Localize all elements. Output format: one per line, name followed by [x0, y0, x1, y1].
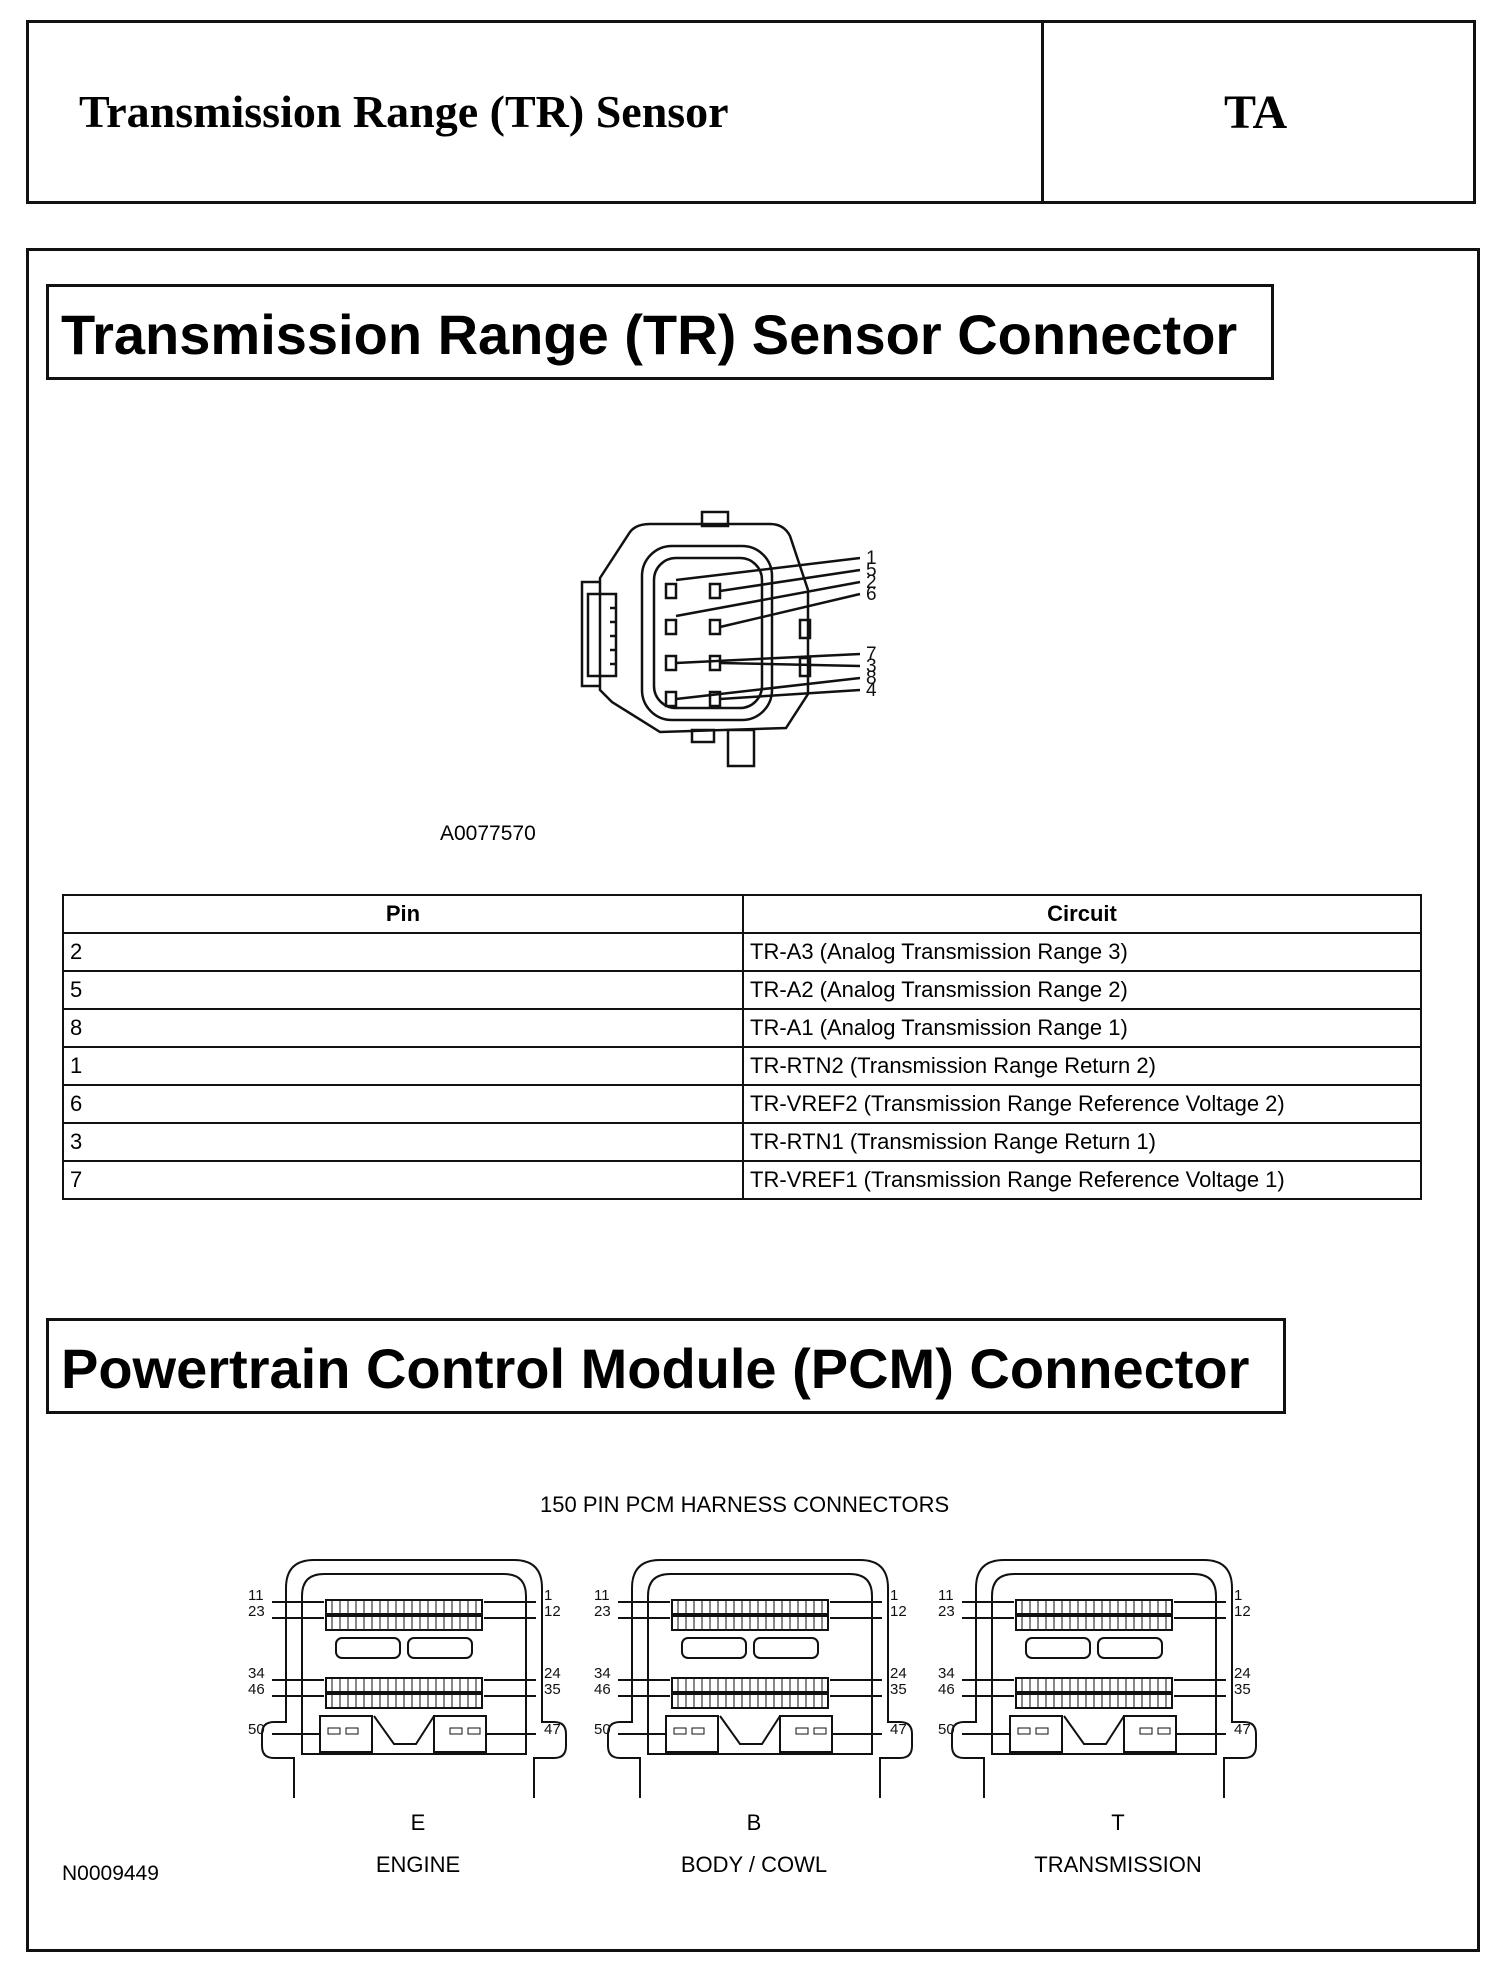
connector-name-body: BODY / COWL: [680, 1852, 828, 1877]
column-header-circuit: Circuit: [742, 894, 1422, 934]
connector-name-engine: ENGINE: [375, 1852, 461, 1877]
pin-cell: 1: [62, 1046, 744, 1086]
pin-cavity: [664, 618, 678, 636]
pin-label: 11: [938, 1587, 954, 1604]
pin-cavity: [664, 690, 678, 708]
pin-cell: 5: [62, 970, 744, 1010]
pin-label: 47: [890, 1721, 907, 1738]
pin-label: 12: [1234, 1603, 1251, 1620]
pin-label: 35: [544, 1681, 561, 1698]
pcm-diagram-caption: 150 PIN PCM HARNESS CONNECTORS: [540, 1492, 950, 1517]
connector-inner-face: [640, 544, 774, 722]
pin-cell: 6: [62, 1084, 744, 1124]
pin-label: 11: [594, 1587, 610, 1604]
pin-label: 24: [1234, 1665, 1251, 1682]
table-row: 3 TR-RTN1 (Transmission Range Return 1): [62, 1122, 1422, 1162]
connector-letter-body: B: [746, 1810, 762, 1835]
connector-top-latch: [700, 510, 730, 528]
pin-label: 1: [544, 1587, 552, 1604]
connector-letter-engine: E: [410, 1810, 426, 1835]
pin-label: 24: [890, 1665, 907, 1682]
pin-label: 34: [248, 1665, 265, 1682]
pin-label: 23: [938, 1603, 955, 1620]
connector-left-tab: [580, 580, 600, 688]
pin-circuit-table: Pin Circuit 2 TR-A3 (Analog Transmission…: [62, 894, 1422, 1200]
tr-figure-id: A0077570: [440, 822, 536, 845]
table-row: 6 TR-VREF2 (Transmission Range Reference…: [62, 1084, 1422, 1124]
pin-callout: 2: [866, 572, 877, 593]
pin-label: 1: [1234, 1587, 1242, 1604]
pin-label: 46: [938, 1681, 955, 1698]
tr-connector-heading: Transmission Range (TR) Sensor Connector: [46, 284, 1274, 380]
pin-callout: 3: [866, 656, 877, 677]
pin-cell: 2: [62, 932, 744, 972]
pin-callout: 1: [866, 548, 877, 569]
pin-label: 50: [248, 1721, 265, 1738]
main-frame: [26, 248, 1480, 1952]
pin-cavity: [708, 654, 722, 672]
pin-cell: 8: [62, 1008, 744, 1048]
pin-cell: 3: [62, 1122, 744, 1162]
pin-label: 23: [248, 1603, 265, 1620]
connector-housing-outline: [598, 522, 810, 734]
pin-label: 46: [248, 1681, 265, 1698]
pcm-connector-engine-diagram: 11 23 34 46 50 1 12 24 35 47: [248, 1559, 567, 1798]
pin-label: 12: [544, 1603, 561, 1620]
pin-callout: 7: [866, 644, 877, 665]
pin-label: 47: [544, 1721, 561, 1738]
pin-cavity: [664, 582, 678, 600]
pin-cavity: [664, 654, 678, 672]
table-row: 5 TR-A2 (Analog Transmission Range 2): [62, 970, 1422, 1010]
pin-label: 24: [544, 1665, 561, 1682]
pin-label: 34: [594, 1665, 611, 1682]
pcm-connector-heading: Powertrain Control Module (PCM) Connecto…: [46, 1318, 1286, 1414]
pin-callout: 4: [866, 680, 877, 701]
pin-label: 1: [890, 1587, 898, 1604]
pin-callout: 6: [866, 584, 877, 605]
pin-cavity: [708, 582, 722, 600]
page-title: Transmission Range (TR) Sensor: [79, 86, 729, 137]
circuit-cell: TR-A1 (Analog Transmission Range 1): [742, 1008, 1422, 1048]
header-box: Transmission Range (TR) Sensor TA: [26, 20, 1476, 204]
header-divider: [1041, 23, 1044, 201]
tr-connector-diagram: 1 5 2 6 7 3 8 4: [580, 510, 877, 768]
pin-label: 23: [594, 1603, 611, 1620]
table-row: 7 TR-VREF1 (Transmission Range Reference…: [62, 1160, 1422, 1200]
pin-callout: 5: [866, 560, 877, 581]
connector-letter-transmission: T: [1111, 1810, 1125, 1835]
pin-label: 12: [890, 1603, 907, 1620]
circuit-cell: TR-A2 (Analog Transmission Range 2): [742, 970, 1422, 1010]
pin-cell: 7: [62, 1160, 744, 1200]
circuit-cell: TR-VREF1 (Transmission Range Reference V…: [742, 1160, 1422, 1200]
table-row: 8 TR-A1 (Analog Transmission Range 1): [62, 1008, 1422, 1048]
pin-label: 47: [1234, 1721, 1251, 1738]
pcm-connector-body-diagram: 11 23 34 46 50 1 12 24 35 47: [594, 1559, 913, 1798]
column-header-pin: Pin: [62, 894, 744, 934]
pin-label: 50: [938, 1721, 955, 1738]
pin-label: 50: [594, 1721, 611, 1738]
table-header-row: Pin Circuit: [62, 894, 1422, 934]
table-row: 2 TR-A3 (Analog Transmission Range 3): [62, 932, 1422, 972]
pin-callout: 8: [866, 668, 877, 689]
table-row: 1 TR-RTN2 (Transmission Range Return 2): [62, 1046, 1422, 1086]
pin-label: 11: [248, 1587, 264, 1604]
circuit-cell: TR-A3 (Analog Transmission Range 3): [742, 932, 1422, 972]
circuit-cell: TR-RTN2 (Transmission Range Return 2): [742, 1046, 1422, 1086]
section-code: TA: [1224, 86, 1288, 139]
pcm-figure-id: N0009449: [62, 1862, 159, 1885]
pin-cavity: [708, 618, 722, 636]
pin-label: 46: [594, 1681, 611, 1698]
pin-label: 34: [938, 1665, 955, 1682]
circuit-cell: TR-RTN1 (Transmission Range Return 1): [742, 1122, 1422, 1162]
connector-name-transmission: TRANSMISSION: [1034, 1852, 1202, 1877]
pin-label: 35: [890, 1681, 907, 1698]
circuit-cell: TR-VREF2 (Transmission Range Reference V…: [742, 1084, 1422, 1124]
pcm-connector-transmission-diagram: 11 23 34 46 50 1 12 24 35 47: [938, 1559, 1257, 1798]
pin-label: 35: [1234, 1681, 1251, 1698]
